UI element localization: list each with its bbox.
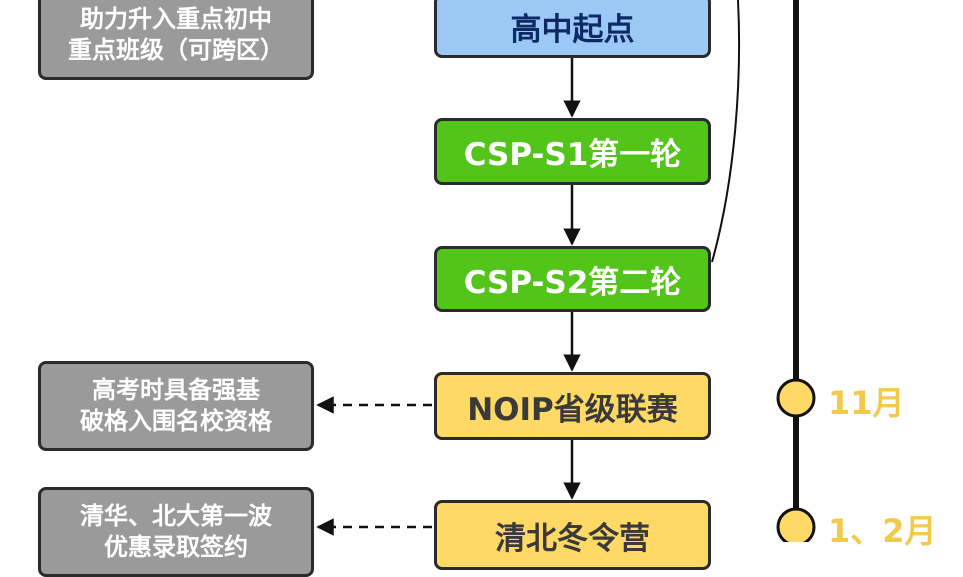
note-line: 破格入围名校资格 bbox=[80, 407, 272, 435]
timeline-dot-12 bbox=[776, 507, 816, 542]
note-key-middle-school: 助力升入重点初中 重点班级（可跨区） bbox=[38, 0, 314, 80]
note-tsinghua-peking: 清华、北大第一波 优惠录取签约 bbox=[38, 487, 314, 577]
timeline-dot-11 bbox=[776, 378, 816, 418]
stage-csp-s2: CSP-S2第二轮 bbox=[434, 246, 711, 312]
timeline-month-1-2: 1、2月 bbox=[828, 512, 937, 550]
stage-winter-camp: 清北冬令营 bbox=[434, 500, 711, 570]
stage-csp-s1-label: CSP-S1第一轮 bbox=[463, 137, 682, 173]
stage-start-label: 高中起点 bbox=[510, 11, 635, 48]
timeline-month-11: 11月 bbox=[828, 384, 905, 422]
stage-csp-s1: CSP-S1第一轮 bbox=[434, 118, 711, 185]
stage-noip-label: NOIP省级联赛 bbox=[467, 391, 678, 428]
note-strong-base: 高考时具备强基 破格入围名校资格 bbox=[38, 361, 314, 451]
note-line: 高考时具备强基 bbox=[92, 376, 260, 404]
stage-start: 高中起点 bbox=[434, 0, 711, 58]
note-line: 助力升入重点初中 bbox=[80, 5, 272, 33]
note-line: 优惠录取签约 bbox=[104, 533, 248, 561]
bypass-curve bbox=[711, 0, 741, 263]
stage-noip: NOIP省级联赛 bbox=[434, 372, 711, 440]
stage-winter-camp-label: 清北冬令营 bbox=[495, 520, 650, 557]
diagram-connectors bbox=[316, 0, 816, 542]
note-line: 重点班级（可跨区） bbox=[68, 36, 284, 64]
note-line: 清华、北大第一波 bbox=[80, 502, 272, 530]
stage-csp-s2-label: CSP-S2第二轮 bbox=[463, 264, 682, 301]
